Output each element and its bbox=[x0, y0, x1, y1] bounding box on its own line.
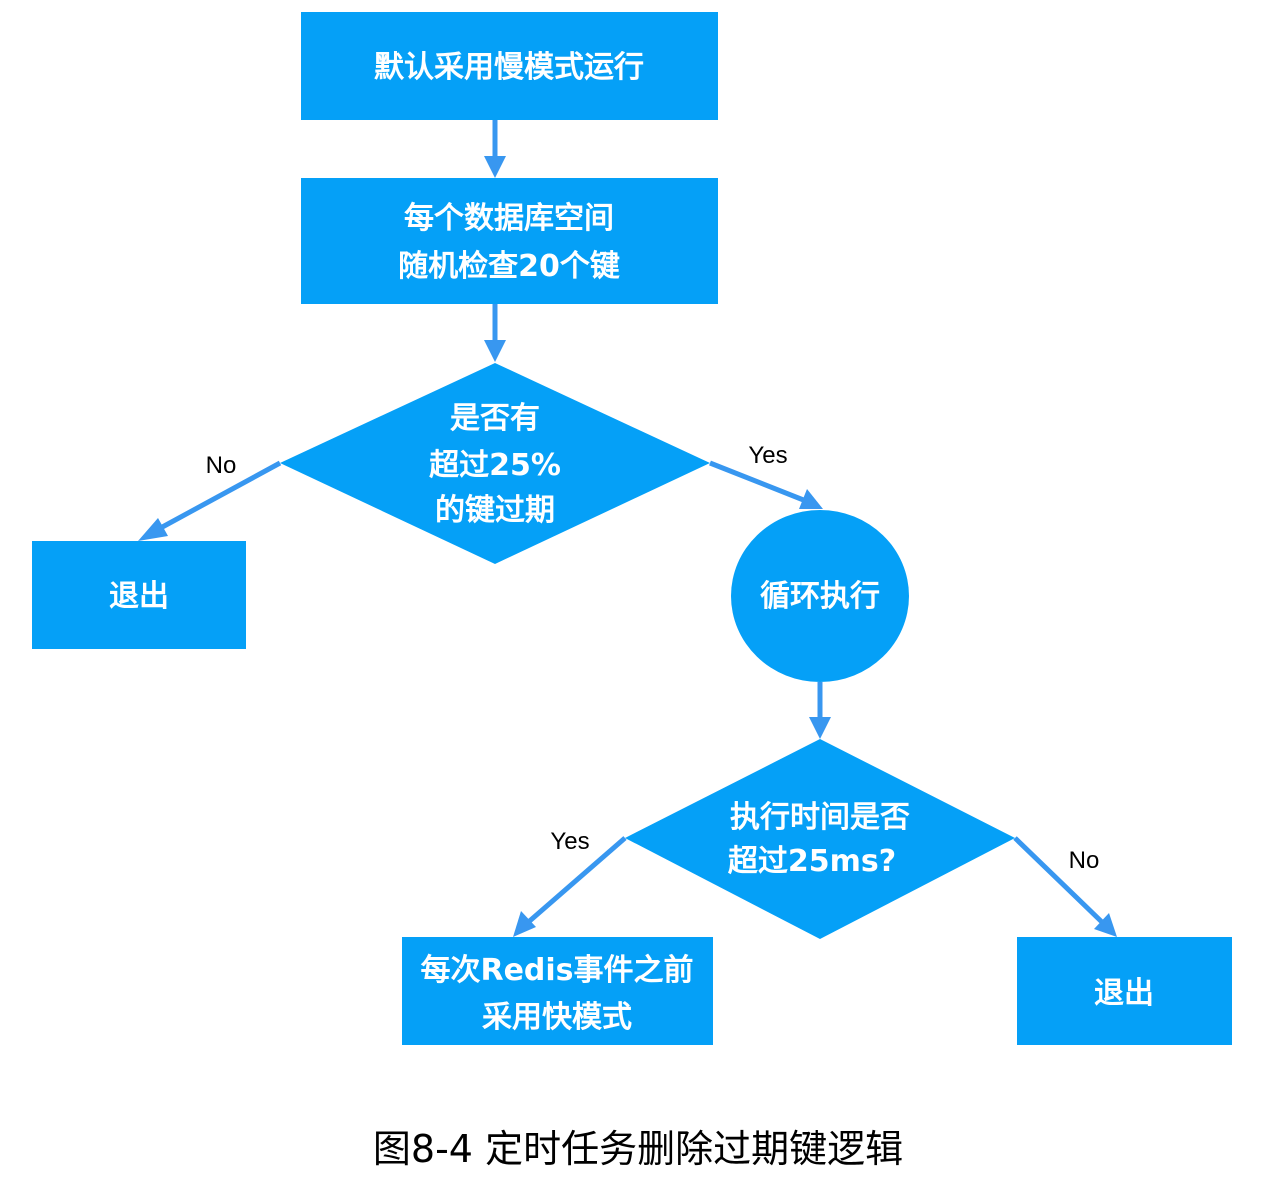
text-sample-keys-line1: 每个数据库空间 bbox=[404, 201, 614, 236]
node-sample-keys bbox=[301, 178, 718, 304]
text-fast-mode-line1: 每次Redis事件之前 bbox=[420, 953, 693, 988]
text-decision-time-line1: 执行时间是否 bbox=[730, 800, 910, 835]
node-exit-right bbox=[1017, 937, 1232, 1045]
arrow-slow-to-sample bbox=[484, 120, 506, 178]
label-time-yes: Yes bbox=[550, 828, 589, 855]
arrow-decision-no-to-exit bbox=[138, 460, 282, 541]
label-expired-no: No bbox=[206, 452, 237, 479]
text-sample-keys-line2: 随机检查20个键 bbox=[398, 249, 620, 284]
node-exit-left bbox=[32, 541, 246, 649]
text-decision-time-line2: 超过25ms? bbox=[728, 844, 896, 879]
text-fast-mode-line2: 采用快模式 bbox=[482, 1000, 632, 1035]
text-decision-expired-line2: 超过25% bbox=[429, 448, 561, 483]
arrow-loop-to-decision bbox=[809, 682, 831, 739]
label-time-no: No bbox=[1069, 847, 1100, 874]
label-expired-yes: Yes bbox=[748, 442, 787, 469]
arrow-time-yes-to-fast bbox=[513, 836, 627, 937]
text-loop: 循环执行 bbox=[760, 579, 880, 614]
text-slow-mode: 默认采用慢模式运行 bbox=[374, 50, 644, 85]
text-exit-left: 退出 bbox=[109, 579, 169, 614]
arrow-decision-yes-to-loop bbox=[709, 460, 823, 509]
arrows bbox=[138, 120, 1117, 937]
text-exit-right: 退出 bbox=[1094, 976, 1154, 1011]
figure-caption: 图8-4 定时任务删除过期键逻辑 bbox=[372, 1127, 904, 1171]
node-fast-mode bbox=[402, 937, 713, 1045]
arrow-sample-to-decision bbox=[484, 304, 506, 362]
node-decision-time bbox=[625, 739, 1015, 939]
text-decision-expired-line3: 的键过期 bbox=[435, 493, 555, 528]
text-decision-expired-line1: 是否有 bbox=[450, 401, 540, 436]
node-decision-expired bbox=[280, 363, 710, 564]
node-slow-mode bbox=[301, 12, 718, 120]
arrow-time-no-to-exit bbox=[1013, 836, 1117, 937]
node-loop bbox=[731, 510, 909, 682]
